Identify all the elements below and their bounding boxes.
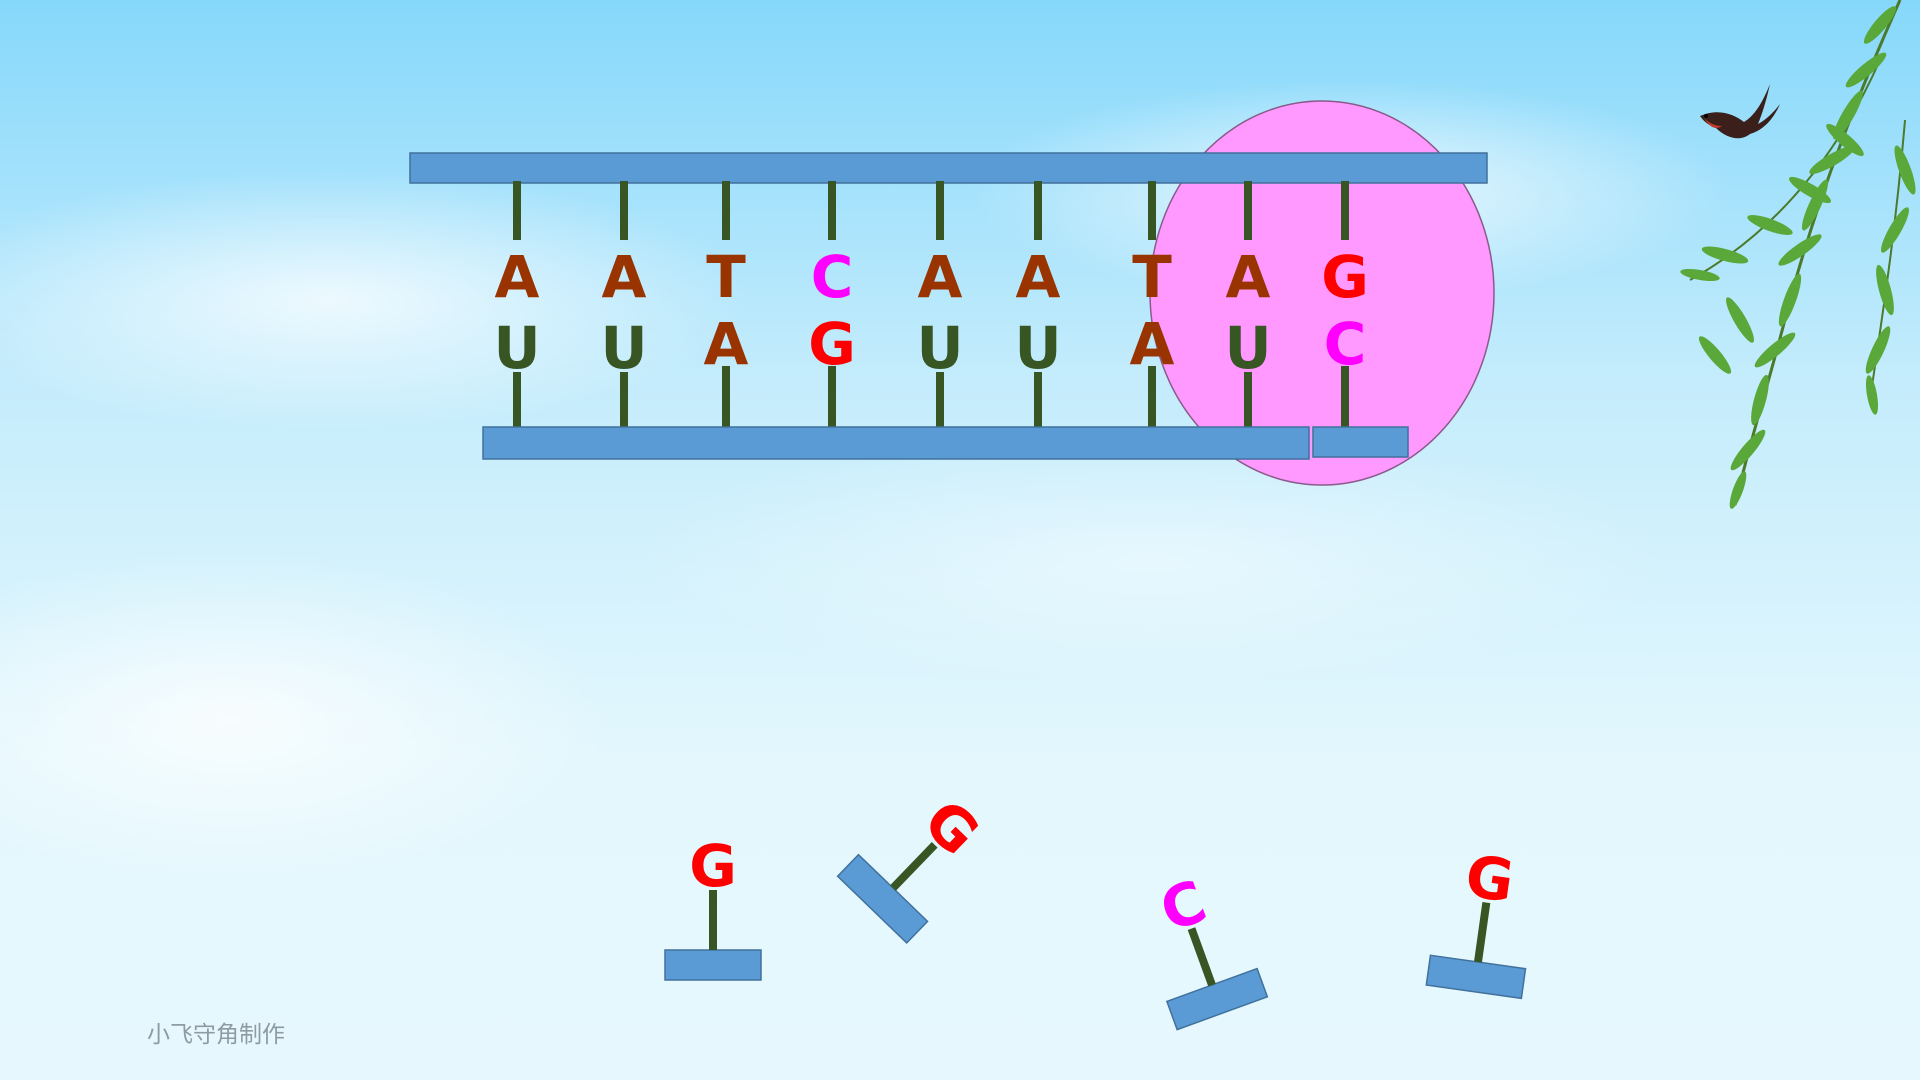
cloud <box>0 170 750 430</box>
rna-polymerase-circle <box>1149 100 1495 486</box>
dna-base-letter: A <box>918 243 963 311</box>
dna-base-letter: T <box>706 243 746 311</box>
dna-base-letter: A <box>1016 243 1061 311</box>
nucleotide-stick <box>1187 927 1216 987</box>
rna-base-letter: U <box>493 314 540 382</box>
rna-base-letter: C <box>1324 310 1367 378</box>
free-nucleotide: G <box>664 832 762 981</box>
rna-backbone <box>482 426 1310 460</box>
nucleotide-sugar-block <box>664 949 762 981</box>
nucleotide-stick <box>890 842 938 891</box>
rna-base-letter: U <box>916 314 963 382</box>
rna-base-letter: U <box>1224 314 1271 382</box>
rna-base-letter: A <box>704 310 749 378</box>
dna-base-letter: A <box>602 243 647 311</box>
nucleotide-stick <box>1474 902 1491 963</box>
rna-base-letter: U <box>1014 314 1061 382</box>
rna-base-letter: U <box>600 314 647 382</box>
dna-base-letter: A <box>1226 243 1271 311</box>
nucleotide-letter: G <box>1461 842 1518 916</box>
dna-base-letter: C <box>811 243 854 311</box>
nucleotide-letter: G <box>689 832 737 900</box>
dna-base-letter: T <box>1132 243 1172 311</box>
rna-base-letter: G <box>808 310 856 378</box>
cloud <box>0 550 610 890</box>
credit-text: 小飞守角制作 <box>147 1022 285 1048</box>
rna-base-letter: A <box>1130 310 1175 378</box>
dna-backbone <box>409 152 1488 184</box>
cloud <box>630 430 1670 690</box>
dna-base-letter: G <box>1321 243 1369 311</box>
willow-branch-icon <box>1680 0 1916 509</box>
dna-base-letter: A <box>495 243 540 311</box>
free-nucleotide: G <box>1425 842 1527 1000</box>
swallow-icon <box>1700 84 1780 139</box>
rna-backbone-new-segment <box>1312 426 1409 458</box>
